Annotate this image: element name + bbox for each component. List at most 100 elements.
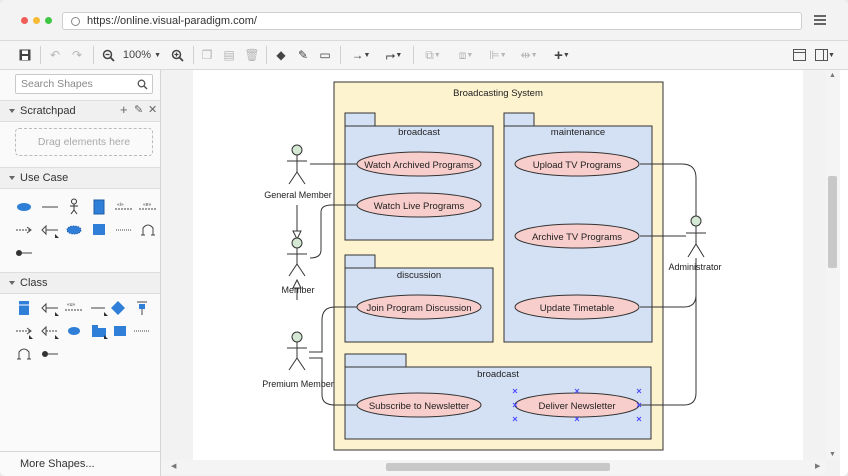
extend-shape-icon[interactable]: «e» bbox=[138, 198, 158, 216]
search-icon[interactable] bbox=[137, 79, 148, 90]
composition-shape-icon[interactable] bbox=[108, 299, 128, 317]
distribute-icon[interactable]: ⇹▼ bbox=[520, 48, 538, 62]
use-case-label: Archive TV Programs bbox=[532, 232, 622, 243]
browser-titlebar: https://online.visual-paradigm.com/ bbox=[0, 0, 848, 41]
actor-administrator[interactable]: Administrator bbox=[668, 215, 722, 272]
document-shape-icon[interactable] bbox=[89, 221, 109, 239]
collaboration-shape-icon[interactable] bbox=[64, 221, 84, 239]
actor-premium-member[interactable]: Premium Member bbox=[262, 331, 334, 389]
dependency-arrow-shape-icon[interactable] bbox=[14, 322, 34, 340]
fill-color-icon[interactable]: ◆ bbox=[276, 48, 286, 62]
use-case-update-timetable[interactable]: Update Timetable bbox=[514, 294, 640, 320]
scratchpad-header[interactable]: Scratchpad + ✎ ✕ bbox=[0, 100, 160, 122]
line-color-icon[interactable]: ✎ bbox=[297, 48, 309, 62]
object-shape-icon[interactable] bbox=[64, 322, 84, 340]
maximize-window-dot[interactable] bbox=[45, 17, 52, 24]
actor-general-member[interactable]: General Member bbox=[264, 144, 332, 200]
system-title: Broadcasting System bbox=[453, 88, 543, 99]
edit-icon[interactable]: ✎ bbox=[134, 104, 144, 116]
close-icon[interactable]: ✕ bbox=[148, 104, 158, 116]
class-header[interactable]: Class bbox=[0, 272, 160, 294]
association-shape-icon[interactable] bbox=[40, 198, 60, 216]
scroll-right-icon[interactable]: ▶ bbox=[815, 463, 821, 470]
package-broadcast-top[interactable] bbox=[344, 125, 494, 241]
note-link-shape-icon[interactable] bbox=[132, 322, 152, 340]
outline-panel-icon[interactable]: ▼ bbox=[814, 47, 836, 63]
use-case-deliver-newsletter[interactable]: Deliver Newsletter bbox=[514, 392, 640, 418]
use-case-archive-tv-programs[interactable]: Archive TV Programs bbox=[514, 223, 640, 249]
to-front-icon[interactable]: ⧉▼ bbox=[425, 47, 441, 62]
vertical-scroll-thumb[interactable] bbox=[828, 176, 837, 268]
selection-handles[interactable] bbox=[512, 388, 642, 422]
dependency-shape-icon[interactable] bbox=[14, 221, 34, 239]
scroll-down-icon[interactable]: ▼ bbox=[829, 451, 836, 458]
use-case-header[interactable]: Use Case bbox=[0, 167, 160, 189]
realization-arrow-shape-icon[interactable] bbox=[40, 322, 60, 340]
use-case-shape-icon[interactable] bbox=[14, 198, 34, 216]
reload-icon[interactable] bbox=[71, 17, 80, 26]
zoom-out-icon[interactable] bbox=[101, 47, 115, 63]
use-case-watch-archived-programs[interactable]: Watch Archived Programs bbox=[356, 151, 482, 177]
collapse-icon bbox=[9, 281, 15, 285]
scratchpad-label: Scratchpad bbox=[20, 105, 76, 117]
package-tab bbox=[344, 112, 376, 127]
copy-icon[interactable]: ❐ bbox=[201, 48, 213, 62]
actor-shape-icon[interactable] bbox=[64, 198, 84, 216]
scroll-up-icon[interactable]: ▲ bbox=[829, 72, 836, 79]
package-label: broadcast bbox=[477, 369, 519, 380]
aggregation-shape-icon[interactable] bbox=[89, 299, 109, 317]
format-panel-icon[interactable] bbox=[792, 47, 806, 63]
align-icon[interactable]: ⊫▼ bbox=[489, 48, 507, 62]
save-icon[interactable] bbox=[18, 47, 32, 63]
inheritance-shape-icon[interactable] bbox=[40, 299, 60, 317]
connector-line bbox=[640, 260, 697, 406]
insert-icon[interactable]: +▼ bbox=[554, 46, 570, 64]
close-window-dot[interactable] bbox=[21, 17, 28, 24]
scroll-left-icon[interactable]: ◀ bbox=[171, 463, 177, 470]
generalization-arrow bbox=[292, 230, 302, 241]
use-dependency-shape-icon[interactable]: «u» bbox=[64, 299, 84, 317]
class-label: Class bbox=[20, 277, 48, 289]
minimize-window-dot[interactable] bbox=[33, 17, 40, 24]
system-boundary-shape-icon[interactable] bbox=[138, 221, 158, 239]
to-back-icon[interactable]: ⧈▼ bbox=[458, 47, 474, 62]
paste-icon[interactable]: ▤ bbox=[223, 48, 235, 62]
waypoint-icon[interactable]: ⮣▼ bbox=[385, 47, 403, 62]
delete-icon[interactable]: 🗑 bbox=[244, 48, 260, 62]
horizontal-scroll-thumb[interactable] bbox=[386, 463, 610, 471]
generalization-shape-icon[interactable] bbox=[40, 221, 60, 239]
undo-icon[interactable]: ↶ bbox=[49, 48, 61, 62]
provided-interface-shape-icon[interactable] bbox=[40, 345, 60, 363]
actor-member[interactable]: Member bbox=[281, 237, 315, 295]
use-case-upload-tv-programs[interactable]: Upload TV Programs bbox=[514, 151, 640, 177]
more-shapes-button[interactable]: More Shapes... bbox=[0, 451, 160, 476]
use-case-subscribe-to-newsletter[interactable]: Subscribe to Newsletter bbox=[356, 392, 482, 418]
shape-library-sidebar: Search Shapes Scratchpad + ✎ ✕ Drag elem… bbox=[0, 70, 161, 476]
realization-shape-icon[interactable] bbox=[114, 221, 134, 239]
use-case-join-program-discussion[interactable]: Join Program Discussion bbox=[356, 294, 482, 320]
lifeline-shape-icon[interactable] bbox=[132, 299, 152, 317]
zoom-level-text: 100% bbox=[122, 49, 152, 61]
redo-icon[interactable]: ↷ bbox=[71, 48, 83, 62]
port-shape-icon[interactable] bbox=[14, 345, 34, 363]
browser-menu-icon[interactable] bbox=[814, 15, 826, 26]
component-shape-icon[interactable] bbox=[110, 322, 130, 340]
class-shape-icon[interactable] bbox=[14, 299, 34, 317]
connector-line bbox=[309, 306, 357, 353]
package-shape-icon[interactable] bbox=[89, 322, 109, 340]
address-text: https://online.visual-paradigm.com/ bbox=[87, 15, 257, 27]
zoom-in-icon[interactable] bbox=[170, 47, 184, 63]
shadow-icon[interactable]: ▭ bbox=[319, 48, 331, 62]
connector-icon[interactable]: →▼ bbox=[351, 48, 371, 62]
search-shapes-input[interactable]: Search Shapes bbox=[15, 74, 153, 94]
scratchpad-drop-zone[interactable]: Drag elements here bbox=[15, 128, 153, 156]
use-case-watch-live-programs[interactable]: Watch Live Programs bbox=[356, 192, 482, 218]
zoom-level-select[interactable]: 100% ▼ bbox=[122, 47, 162, 63]
note-shape-icon[interactable] bbox=[89, 198, 109, 216]
address-bar[interactable]: https://online.visual-paradigm.com/ bbox=[62, 12, 802, 30]
include-shape-icon[interactable]: «i» bbox=[114, 198, 134, 216]
add-icon[interactable]: + bbox=[120, 102, 128, 117]
interface-shape-icon[interactable] bbox=[14, 244, 34, 262]
more-shapes-label: More Shapes... bbox=[20, 458, 95, 470]
